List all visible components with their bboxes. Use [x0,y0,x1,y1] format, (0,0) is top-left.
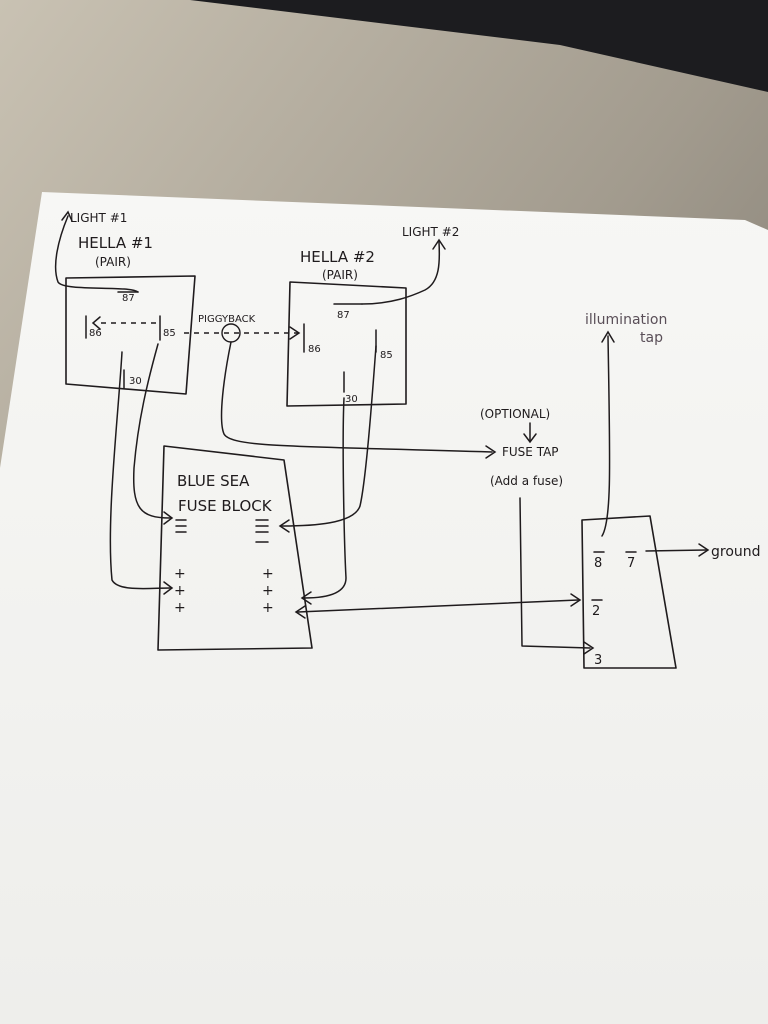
hella-1-box [65,275,196,395]
add-a-fuse-label: (Add a fuse) [490,474,563,488]
fuse-block-box [157,445,313,651]
svg-text:+: + [262,566,274,582]
hella-1-pin-86: 86 [89,328,102,339]
wire-light-2 [361,241,441,305]
dark-object-top-right [190,0,768,92]
wire-piggyback-to-fuse-tap [220,341,493,453]
ground-label: ground [711,544,761,560]
hella-relay-2: HELLA #2 (PAIR) LIGHT #2 87 86 85 30 [286,225,459,407]
connector-pin-8: 8 [594,556,602,571]
connector-pin-2: 2 [592,604,600,619]
hella-2-pin-85: 85 [380,350,393,361]
piggyback-label: PIGGYBACK [198,314,256,325]
hella-2-pin-86: 86 [308,344,321,355]
wire-fuse-tap-to-pin-3 [519,497,591,649]
wire-pin-8-to-illumination [601,335,611,537]
wire-pin-7-to-ground [645,549,707,552]
wire-h1-85-to-fuse-negative [132,343,171,519]
wire-h2-30-to-fuse-positive [303,397,347,599]
hella-2-title: HELLA #2 [300,248,375,266]
hella-1-pin-30: 30 [129,376,142,387]
fuse-block-negative-terminals [175,519,269,543]
hella-2-box [286,281,407,407]
hella-1-pair: (PAIR) [95,255,131,269]
svg-text:+: + [174,566,186,582]
connector-pin-3: 3 [594,653,602,668]
fuse-block-title-line1: BLUE SEA [177,472,250,490]
wire-fuse-block-to-pin-2 [297,599,579,613]
hella-2-pair: (PAIR) [322,268,358,282]
wire-light-1 [54,215,139,293]
fuse-block-title-line2: FUSE BLOCK [178,497,273,515]
hella-1-pin-85: 85 [163,328,176,339]
wire-h1-86-to-fuse-positive [109,351,171,590]
blue-sea-fuse-block: BLUE SEA FUSE BLOCK + + + + + + [157,445,313,651]
svg-text:+: + [174,600,186,616]
fuse-tap-label: FUSE TAP [502,445,559,459]
svg-text:+: + [174,583,186,599]
illumination-tap-label: tap [640,330,663,346]
connector-plug: 8 7 2 3 [581,515,677,669]
fuse-tap: (OPTIONAL) FUSE TAP (Add a fuse) [480,407,563,488]
connector-box [581,515,677,669]
hella-1-pin-87: 87 [122,293,135,304]
light-2-label: LIGHT #2 [402,225,459,239]
hella-1-title: HELLA #1 [78,234,153,252]
svg-text:+: + [262,583,274,599]
fuse-block-positive-terminals: + + + + + + [174,566,274,616]
illumination-label: illumination [585,312,667,328]
light-1-label: LIGHT #1 [70,211,127,225]
svg-text:+: + [262,600,274,616]
hella-2-pin-87: 87 [337,310,350,321]
connector-pin-7: 7 [627,556,635,571]
optional-label: (OPTIONAL) [480,407,550,421]
hella-2-pin-30: 30 [345,394,358,405]
hella-relay-1: LIGHT #1 HELLA #1 (PAIR) 87 86 85 30 [65,211,196,395]
wire-h2-85-to-fuse-negative [281,345,377,527]
